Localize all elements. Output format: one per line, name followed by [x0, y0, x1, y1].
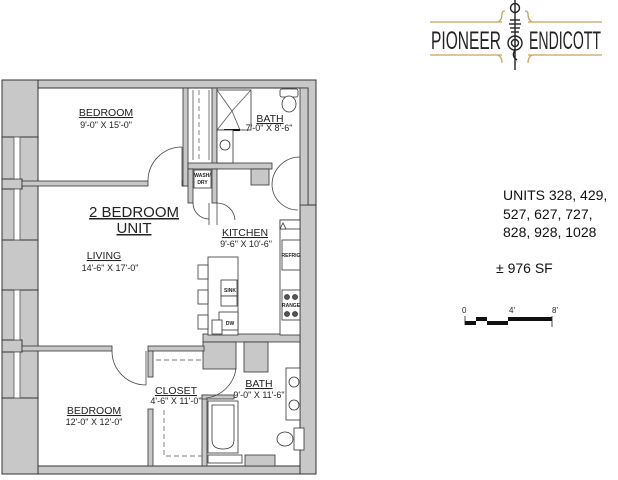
living-dims: 14'-6" X 17'-0" [82, 263, 139, 273]
washer-dryer: WASH/ DRY [193, 169, 212, 189]
floor-plan: WASH/ DRY REFRIG RANGE SINK DW [1, 79, 317, 475]
closet-dims: 4'-6" X 11'-0" [150, 396, 201, 406]
kitchen-name: KITCHEN [222, 227, 268, 239]
bath1-name: BATH [256, 113, 283, 125]
refrigerator-icon [281, 239, 301, 271]
units-line-3: 828, 928, 1028 [503, 224, 597, 240]
toilet-icon [279, 88, 299, 113]
bedroom1-name: BEDROOM [79, 107, 133, 119]
unit-title-line1: 2 BEDROOM [89, 204, 179, 221]
scale-bar: 0 4' 8' [462, 306, 558, 327]
bedroom2-name: BEDROOM [67, 405, 121, 417]
dishwasher-label: DW [226, 321, 235, 327]
closet-name: CLOSET [155, 385, 198, 397]
brand-left-word: PIONEER [431, 27, 501, 55]
sink-label: SINK [224, 288, 236, 294]
brand-right-word: ENDICOTT [529, 27, 601, 55]
svg-text:DRY: DRY [197, 180, 208, 186]
pioneer-endicott-logo: PIONEER ENDICOTT [430, 0, 602, 70]
range-label: RANGE [282, 303, 301, 309]
refrigerator-label: REFRIG [282, 253, 301, 259]
bath2-dims: 9'-0" X 11'-6" [233, 390, 284, 400]
kitchen-island [207, 256, 239, 336]
bath1-sink-icon [216, 129, 234, 164]
bedroom2-dims: 12'-0" X 12'-0" [66, 417, 123, 427]
bar-stools [197, 264, 209, 330]
square-footage: ± 976 SF [496, 260, 553, 276]
bedroom1-dims: 9'-0" X 15'-0" [80, 120, 132, 130]
shower-icon [216, 89, 252, 131]
logo-flourish-icon [430, 10, 602, 64]
unit-numbers: UNITS 328, 429, 527, 627, 727, 828, 928,… [503, 186, 607, 242]
bath1-dims: 7'-0" X 8'-6" [246, 123, 293, 133]
scale-tick-4: 4' [509, 306, 515, 315]
living-name: LIVING [87, 250, 121, 262]
vanity-icon [285, 367, 301, 421]
scale-tick-8: 8' [552, 306, 558, 315]
unit-title-line2: UNIT [117, 220, 152, 237]
svg-text:WASH/: WASH/ [194, 173, 211, 179]
toilet2-icon [276, 431, 294, 447]
kitchen-dims: 9'-6" X 10'-6" [220, 239, 272, 249]
interior-walls [21, 87, 309, 467]
units-line-2: 527, 627, 727, [503, 205, 593, 222]
exterior-walls [1, 79, 317, 475]
windows [13, 136, 21, 399]
bath2-name: BATH [245, 378, 272, 390]
scale-tick-0: 0 [462, 306, 467, 315]
logo-emblem-icon [507, 0, 523, 70]
bath2-fixtures [207, 367, 305, 464]
kitchen-counter [279, 219, 301, 336]
units-line-1: UNITS 328, 429, [503, 187, 608, 203]
